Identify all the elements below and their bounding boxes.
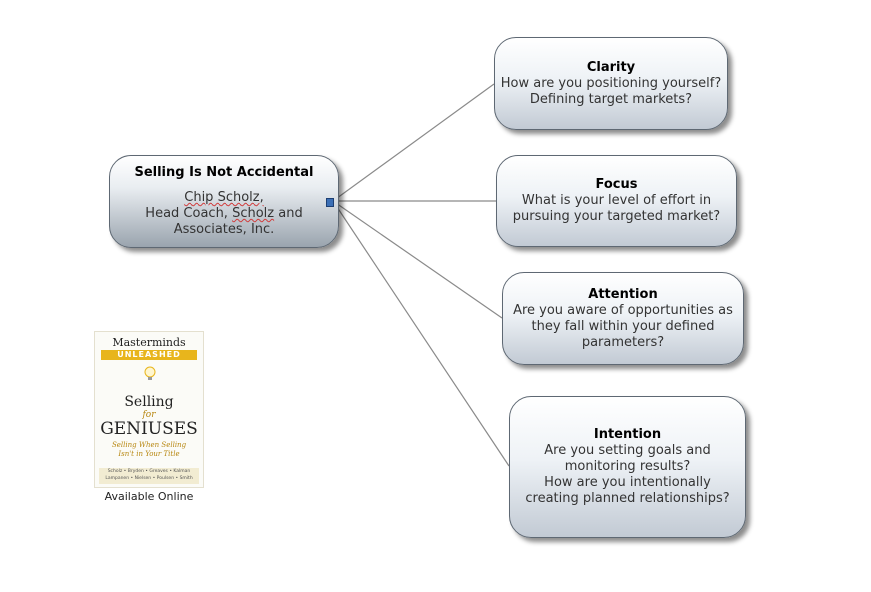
connector-attention	[332, 200, 503, 319]
topic-line: creating planned relationships?	[525, 491, 730, 506]
topic-focus[interactable]: Focus What is your level of effort in pu…	[496, 155, 737, 247]
lightbulb-icon	[144, 366, 156, 380]
presenter-name: Chip Scholz,	[184, 190, 264, 205]
topic-line: How are you positioning yourself?	[500, 75, 722, 91]
topic-attention[interactable]: Attention Are you aware of opportunities…	[502, 272, 744, 365]
topic-line: parameters?	[581, 334, 665, 350]
topic-line: pursuing your targeted market?	[512, 209, 721, 224]
central-topic-org: Associates, Inc.	[173, 222, 275, 237]
topic-line: Are you setting goals and	[544, 443, 711, 458]
book-title-1: Selling	[124, 394, 174, 410]
book-caption: Available Online	[104, 490, 194, 503]
topic-title: Attention	[588, 286, 658, 302]
central-topic-title: Selling Is Not Accidental	[134, 165, 314, 180]
role-prefix: Head Coach,	[145, 206, 233, 221]
role-suffix: and	[274, 206, 303, 221]
book-band: UNLEASHED	[101, 350, 197, 360]
topic-line: Are you aware of opportunities as	[513, 302, 733, 318]
central-topic[interactable]: Selling Is Not Accidental Chip Scholz, H…	[109, 155, 339, 248]
book-title-2: for	[142, 410, 156, 420]
book-authors-1: Scholz • Bryden • Greaves • Kalman	[107, 469, 191, 474]
topic-line: Defining target markets?	[529, 91, 693, 107]
topic-intention[interactable]: Intention Are you setting goals and moni…	[509, 396, 746, 538]
book-authors-2: Lampanen • Nielsen • Poulsen • Smith	[105, 476, 193, 481]
connector-clarity	[332, 83, 495, 202]
topic-line: What is your level of effort in	[521, 193, 712, 208]
topic-line: they fall within your defined	[531, 318, 715, 334]
book-cover-image[interactable]: Masterminds UNLEASHED Selling for GENIUS…	[94, 331, 204, 488]
central-topic-role: Head Coach, Scholz and	[110, 206, 338, 222]
topic-line: How are you intentionally	[544, 475, 711, 490]
connector-intention	[332, 200, 510, 467]
topic-title: Intention	[593, 427, 662, 442]
topic-clarity[interactable]: Clarity How are you positioning yourself…	[494, 37, 728, 130]
book-title-3: GENIUSES	[100, 419, 198, 439]
topic-title: Clarity	[586, 59, 636, 75]
role-name: Scholz	[232, 206, 275, 221]
connector-handle[interactable]	[326, 198, 334, 207]
book-subtitle-1: Selling When Selling	[111, 441, 187, 449]
book-subtitle: Selling When Selling Isn't in Your Title	[103, 441, 195, 459]
topic-line: monitoring results?	[564, 459, 691, 474]
book-subtitle-2: Isn't in Your Title	[118, 450, 180, 458]
central-topic-name: Chip Scholz,	[110, 190, 338, 206]
book-authors: Scholz • Bryden • Greaves • Kalman Lampa…	[99, 468, 199, 484]
topic-title: Focus	[595, 177, 638, 192]
book-series: Masterminds	[112, 336, 186, 349]
